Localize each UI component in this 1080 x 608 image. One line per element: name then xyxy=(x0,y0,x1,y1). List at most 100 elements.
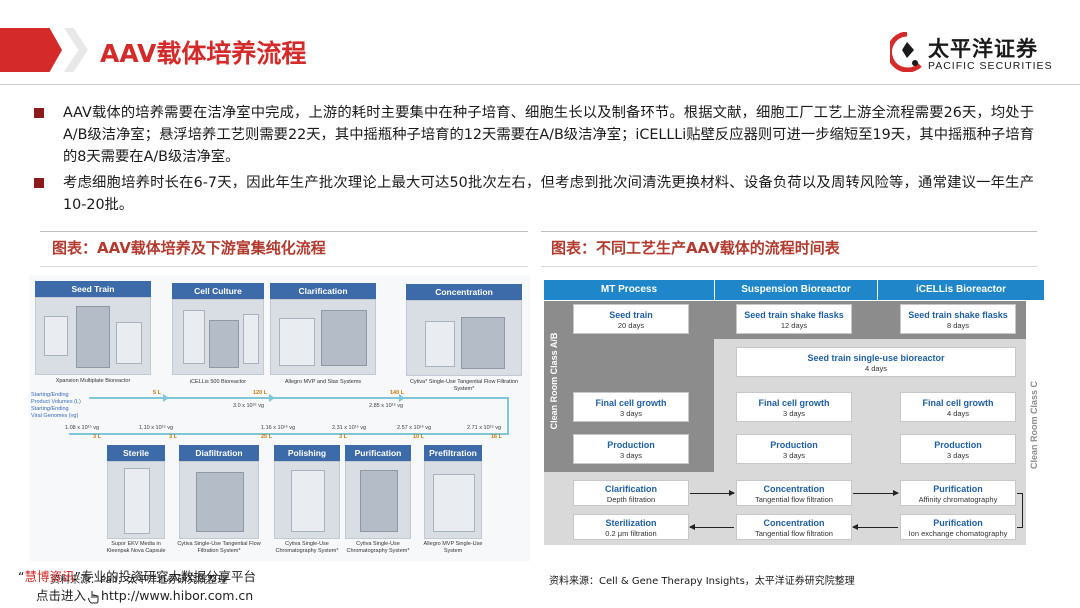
bullet-item: 考虑细胞培养时长在6-7天，因此年生产批次理论上最大可达50批次左右，但考虑到批… xyxy=(34,172,1034,216)
stage-header-prefiltration: Prefiltration xyxy=(424,445,482,461)
vg-label: 3.0 x 10¹⁶ vg xyxy=(233,403,265,409)
flow-arrow-icon xyxy=(163,394,169,402)
side-note: Starting/Ending xyxy=(31,406,69,412)
stage-name-concentration: Cytiva* Single-Use Tangential Flow Filtr… xyxy=(409,379,519,392)
arrow-left-icon xyxy=(852,524,898,530)
volume-label: 16 L xyxy=(491,434,503,440)
process-timeline-table: MT Process Suspension Bioreactor iCELLis… xyxy=(544,280,1044,545)
zone-ab-label: Clean Room Class A/B xyxy=(549,332,559,430)
stage-header-polishing: Polishing xyxy=(274,445,340,461)
stage-name-clarification: Allegro MVP and Stax Systems xyxy=(284,379,362,385)
zone-class-c-side xyxy=(1026,301,1044,545)
bottom-flow-line xyxy=(69,433,509,435)
arrow-connector xyxy=(1017,493,1023,494)
column-header-icellis: iCELLis Bioreactor xyxy=(878,280,1044,300)
left-figure-source: 资料来源：Pall，太平洋证券研究院整理 xyxy=(50,575,228,586)
vg-label: 1.08 x 10¹⁵ vg xyxy=(65,425,100,431)
stage-header-sterile-filtration: Sterile Filtration xyxy=(107,445,165,474)
volume-label: 120 L xyxy=(253,390,268,396)
stage-header-seed-train: Seed Train xyxy=(35,281,151,297)
stage-image-prefiltration xyxy=(424,461,482,539)
stage-name-seed-train: Xpansion Multiplate Bioreactor xyxy=(55,378,131,384)
vg-label: 2.31 x 10¹⁶ vg xyxy=(332,425,367,431)
column-header-suspension: Suspension Bioreactor xyxy=(715,280,877,300)
zone-c-label: Clean Room Class C xyxy=(1029,380,1039,470)
header-chevron xyxy=(64,28,88,72)
logo-cn-text: 太平洋证券 xyxy=(928,37,1038,61)
stage-name-prefiltration: Allegro MVP Single-Use System xyxy=(423,541,483,554)
hand-pointer-icon xyxy=(88,590,99,603)
stage-name-polishing: Cytiva Single-Use Chromatography System* xyxy=(275,541,339,554)
stage-image-purification xyxy=(345,461,411,539)
volume-label: 25 L xyxy=(261,434,273,440)
vg-label: 2.57 x 10¹⁶ vg xyxy=(397,425,432,431)
right-figure-source: 资料来源：Cell & Gene Therapy Insights，太平洋证券研… xyxy=(549,576,855,587)
watermark-line-1: “慧博资讯”专业的投资研究大数据分享平台 xyxy=(18,569,256,584)
stage-header-purification: Purification xyxy=(345,445,411,461)
volume-label: 3 L xyxy=(169,434,177,440)
volume-label: 3 L xyxy=(339,434,347,440)
side-note: Viral Genomes (vg) xyxy=(31,413,79,419)
stage-header-concentration: Concentration xyxy=(406,284,522,300)
vg-label: 1.16 x 10¹⁶ vg xyxy=(261,425,296,431)
volume-label: 3 L xyxy=(93,434,101,440)
stage-image-cell-culture xyxy=(172,299,264,375)
left-figure-caption: 图表：AAV载体培养及下游富集纯化流程 xyxy=(52,239,326,257)
arrow-left-icon xyxy=(689,524,734,530)
bullet-item: AAV载体的培养需要在洁净室中完成，上游的耗时主要集中在种子培育、细胞生长以及制… xyxy=(34,102,1034,168)
top-flow-line xyxy=(89,397,509,399)
flow-arrow-icon xyxy=(399,394,405,402)
page-title: AAV载体培养流程 xyxy=(100,39,307,68)
caption-rule-left xyxy=(40,231,528,232)
arrow-right-icon xyxy=(690,490,735,496)
bullet-text: 考虑细胞培养时长在6-7天，因此年生产批次理论上最大可达50批次左右，但考虑到批… xyxy=(63,175,1034,213)
stage-image-concentration xyxy=(406,300,522,376)
stage-image-diafiltration xyxy=(179,461,259,539)
column-header-mt-process: MT Process xyxy=(544,280,714,300)
vg-label: 1.10 x 10¹⁶ vg xyxy=(139,425,174,431)
stage-image-clarification xyxy=(270,299,376,375)
company-logo: 太平洋证券 PACIFIC SECURITIES xyxy=(890,32,1060,76)
side-note: Product Volumes (L) xyxy=(31,399,81,405)
stage-header-diafiltration: Diafiltration xyxy=(179,445,259,461)
stage-header-clarification: Clarification xyxy=(270,283,376,299)
bullet-square-icon xyxy=(34,178,44,188)
bullet-text: AAV载体的培养需要在洁净室中完成，上游的耗时主要集中在种子培育、细胞生长以及制… xyxy=(63,105,1034,165)
volume-label: 140 L xyxy=(390,390,405,396)
stage-name-cell-culture: iCELLis 500 Bioreactor xyxy=(189,379,247,385)
volume-label: 10 L xyxy=(413,434,425,440)
flow-arrow-icon xyxy=(269,394,275,402)
stage-name-diafiltration: Cytiva Single-Use Tangential Flow Filtra… xyxy=(177,541,261,554)
arrow-connector xyxy=(1017,527,1023,528)
right-figure-caption: 图表：不同工艺生产AAV载体的流程时间表 xyxy=(551,239,840,257)
header-accent-bar xyxy=(0,28,62,72)
arrow-right-icon xyxy=(853,490,899,496)
stage-name-sterile-filtration: Supor EKV Media in Kleenpak Nova Capsule xyxy=(106,541,166,554)
bullet-list: AAV载体的培养需要在洁净室中完成，上游的耗时主要集中在种子培育、细胞生长以及制… xyxy=(34,102,1034,220)
logo-en-text: PACIFIC SECURITIES xyxy=(928,60,1053,72)
volume-label: 5 L xyxy=(153,390,161,396)
flow-connector xyxy=(507,397,509,433)
stage-image-sterile-filtration xyxy=(107,461,165,539)
side-note: Starting/Ending xyxy=(31,392,69,398)
caption-underline-right xyxy=(541,266,1037,267)
stage-header-cell-culture: Cell Culture xyxy=(172,283,264,299)
caption-underline-left xyxy=(40,266,528,267)
caption-rule-right xyxy=(541,231,1037,232)
